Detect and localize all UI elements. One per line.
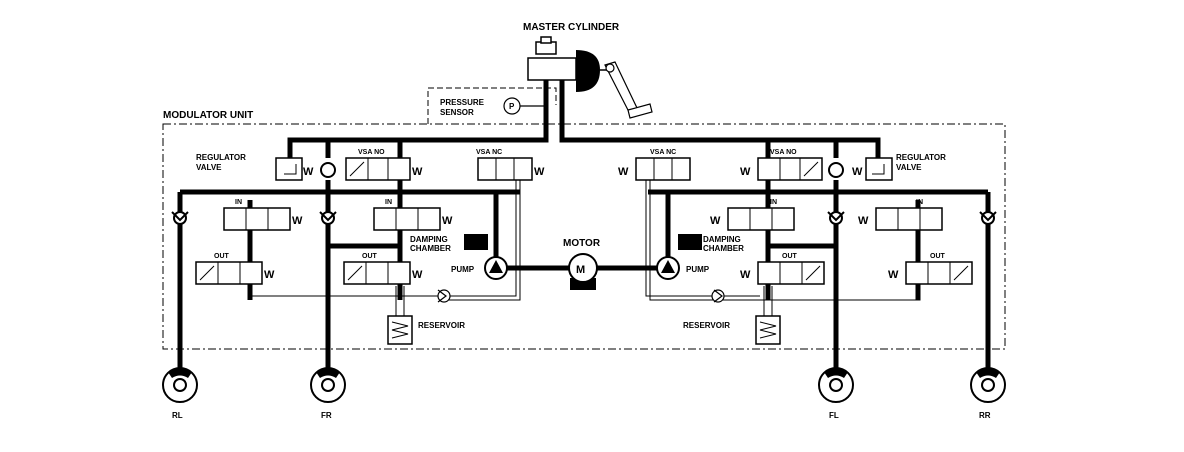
left-vsa-nc-valve: W	[477, 157, 545, 181]
wheel-brake-fl-icon	[818, 367, 854, 403]
right-regulator-valve: W	[852, 157, 893, 181]
return-lines	[247, 180, 921, 318]
motor-label: MOTOR	[563, 238, 601, 249]
left-in-valve-2: W	[373, 207, 453, 231]
coil-icon: W	[740, 166, 751, 178]
left-damping-label-1: DAMPING	[410, 235, 448, 244]
left-out-valve-1: W	[195, 261, 275, 285]
coil-icon: W	[292, 215, 303, 227]
right-out-valve-1: W	[740, 261, 825, 285]
check-valve-icon	[828, 162, 844, 178]
right-damping-label-2: CHAMBER	[703, 244, 744, 253]
left-out-label-2: OUT	[362, 253, 378, 260]
right-out-valve-2: W	[888, 261, 973, 285]
pressure-sensor-symbol: P	[509, 102, 515, 111]
left-regulator-valve: W	[275, 157, 314, 181]
left-regulator-label-1: REGULATOR	[196, 153, 246, 162]
wheel-brake-fr-icon	[310, 367, 346, 403]
right-regulator-label-2: VALVE	[896, 163, 922, 172]
left-in-label-2: IN	[385, 199, 392, 206]
wheel-label-fr: FR	[321, 411, 332, 420]
right-vsa-no-valve: W	[740, 157, 823, 181]
coil-icon: W	[264, 269, 275, 281]
check-valve-icon	[173, 211, 187, 225]
coil-icon: W	[412, 269, 423, 281]
right-damping-chamber-icon	[678, 234, 702, 250]
coil-icon: W	[442, 215, 453, 227]
check-valve-icon	[981, 211, 995, 225]
right-damping-label-1: DAMPING	[703, 235, 741, 244]
pressure-sensor-label-1: PRESSURE	[440, 98, 485, 107]
left-out-valve-2: W	[343, 261, 423, 285]
wheel-label-rr: RR	[979, 411, 991, 420]
left-damping-label-2: CHAMBER	[410, 244, 451, 253]
left-pump-label: PUMP	[451, 265, 475, 274]
coil-icon: W	[412, 166, 423, 178]
coil-icon: W	[303, 166, 314, 178]
right-vsa-no-label: VSA NO	[770, 149, 797, 156]
right-out-label-1: OUT	[782, 253, 798, 260]
left-reservoir-icon	[387, 315, 413, 345]
right-regulator-label-1: REGULATOR	[896, 153, 946, 162]
left-regulator-label-2: VALVE	[196, 163, 222, 172]
right-reservoir-icon	[755, 315, 781, 345]
right-in-label-2: IN	[916, 199, 923, 206]
modulator-unit-label: MODULATOR UNIT	[163, 110, 253, 121]
left-vsa-no-label: VSA NO	[358, 149, 385, 156]
left-out-label-1: OUT	[214, 253, 230, 260]
return-check-valve-icon	[711, 289, 725, 303]
coil-icon: W	[710, 215, 721, 227]
coil-icon: W	[858, 215, 869, 227]
pressure-sensor-label-2: SENSOR	[440, 108, 474, 117]
coil-icon: W	[852, 166, 863, 178]
check-valve-icon	[321, 211, 335, 225]
check-valve-icon	[320, 162, 336, 178]
wheel-brake-rr-icon	[970, 367, 1006, 403]
modulator-unit-outline	[162, 123, 1006, 350]
coil-icon: W	[888, 269, 899, 281]
left-reservoir-label: RESERVOIR	[418, 321, 465, 330]
left-vsa-no-valve: W	[345, 157, 423, 181]
left-in-label-1: IN	[235, 199, 242, 206]
check-valve-icon	[829, 211, 843, 225]
right-reservoir-label: RESERVOIR	[683, 321, 730, 330]
left-vsa-nc-label: VSA NC	[476, 149, 502, 156]
pressure-sensor-outline	[427, 87, 557, 124]
right-in-valve-2: W	[858, 207, 943, 231]
right-vsa-nc-valve: W	[618, 157, 691, 181]
wheel-label-fl: FL	[829, 411, 839, 420]
master-cylinder-icon	[527, 36, 653, 119]
right-vsa-nc-label: VSA NC	[650, 149, 676, 156]
motor-icon	[568, 253, 598, 290]
wheel-label-rl: RL	[172, 411, 183, 420]
master-cylinder-label: MASTER CYLINDER	[523, 22, 620, 33]
wheel-brake-rl-icon	[162, 367, 198, 403]
coil-icon: W	[534, 166, 545, 178]
coil-icon: W	[618, 166, 629, 178]
motor-symbol: M	[576, 264, 585, 276]
right-pump-label: PUMP	[686, 265, 710, 274]
left-damping-chamber-icon	[464, 234, 488, 250]
coil-icon: W	[740, 269, 751, 281]
right-in-valve-1: W	[710, 207, 795, 231]
left-in-valve-1: W	[223, 207, 303, 231]
right-out-label-2: OUT	[930, 253, 946, 260]
right-in-label-1: IN	[770, 199, 777, 206]
